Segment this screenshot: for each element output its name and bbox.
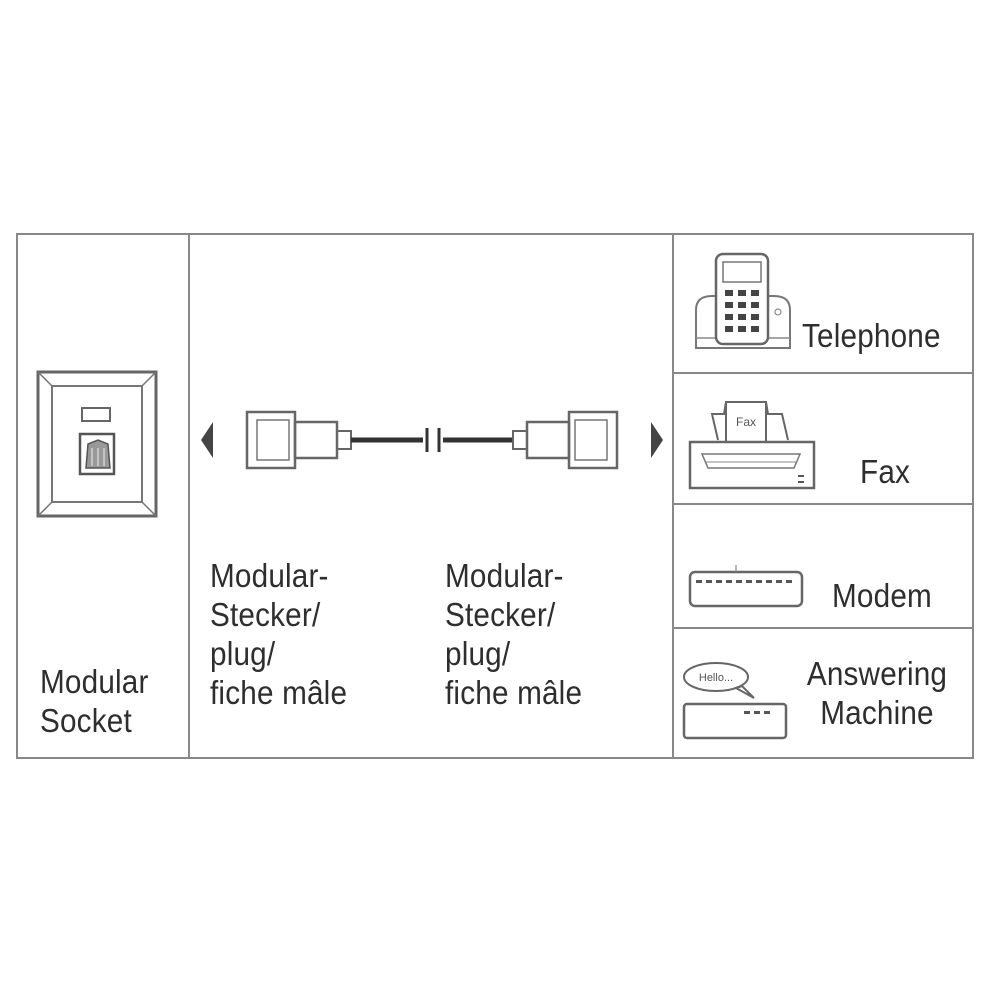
modem-icon [688,565,804,608]
socket-label: Modular Socket [40,663,149,741]
fax-icon: Fax [688,401,816,490]
answering-machine-icon: Hello... [682,662,788,740]
left-plug-label-line-4: fiche mâle [210,673,348,711]
left-plug-label-line-1: Modular- [210,557,329,594]
telephone-icon [695,252,791,349]
left-arrow-icon [201,422,213,458]
divider-telephone-fax [674,372,972,374]
left-plug-label-line-3: plug/ [210,634,276,672]
modem-label: Modem [832,577,932,614]
divider-cable-devices [672,235,674,757]
left-plug-icon [245,410,352,470]
right-plug-label-line-1: Modular- [445,557,564,594]
right-plug-icon [512,410,619,470]
divider-fax-modem [674,503,972,505]
answering-machine-label: Answering Machine [792,655,963,733]
cable-diagram [201,410,663,470]
answering-bubble-text: Hello... [699,672,733,684]
socket-label-line-2: Socket [40,701,132,739]
left-plug-label: Modular- Stecker/ plug/ fiche mâle [210,557,347,713]
right-plug-label: Modular- Stecker/ plug/ fiche mâle [445,557,582,713]
diagram-frame [16,233,974,759]
fax-label: Fax [860,453,911,490]
right-plug-label-line-2: Stecker/ [445,595,556,633]
divider-socket-cable [188,235,190,757]
telephone-label: Telephone [802,317,941,354]
divider-modem-answering [674,627,972,629]
right-plug-label-line-3: plug/ [445,634,511,672]
fax-screen-text: Fax [736,415,756,429]
modular-socket-icon [36,370,158,518]
left-plug-label-line-2: Stecker/ [210,595,321,633]
answering-machine-label-line-2: Machine [820,693,934,731]
right-arrow-icon [651,422,663,458]
socket-label-line-1: Modular [40,663,149,700]
right-plug-label-line-4: fiche mâle [445,673,583,711]
answering-machine-label-line-1: Answering [806,655,948,692]
